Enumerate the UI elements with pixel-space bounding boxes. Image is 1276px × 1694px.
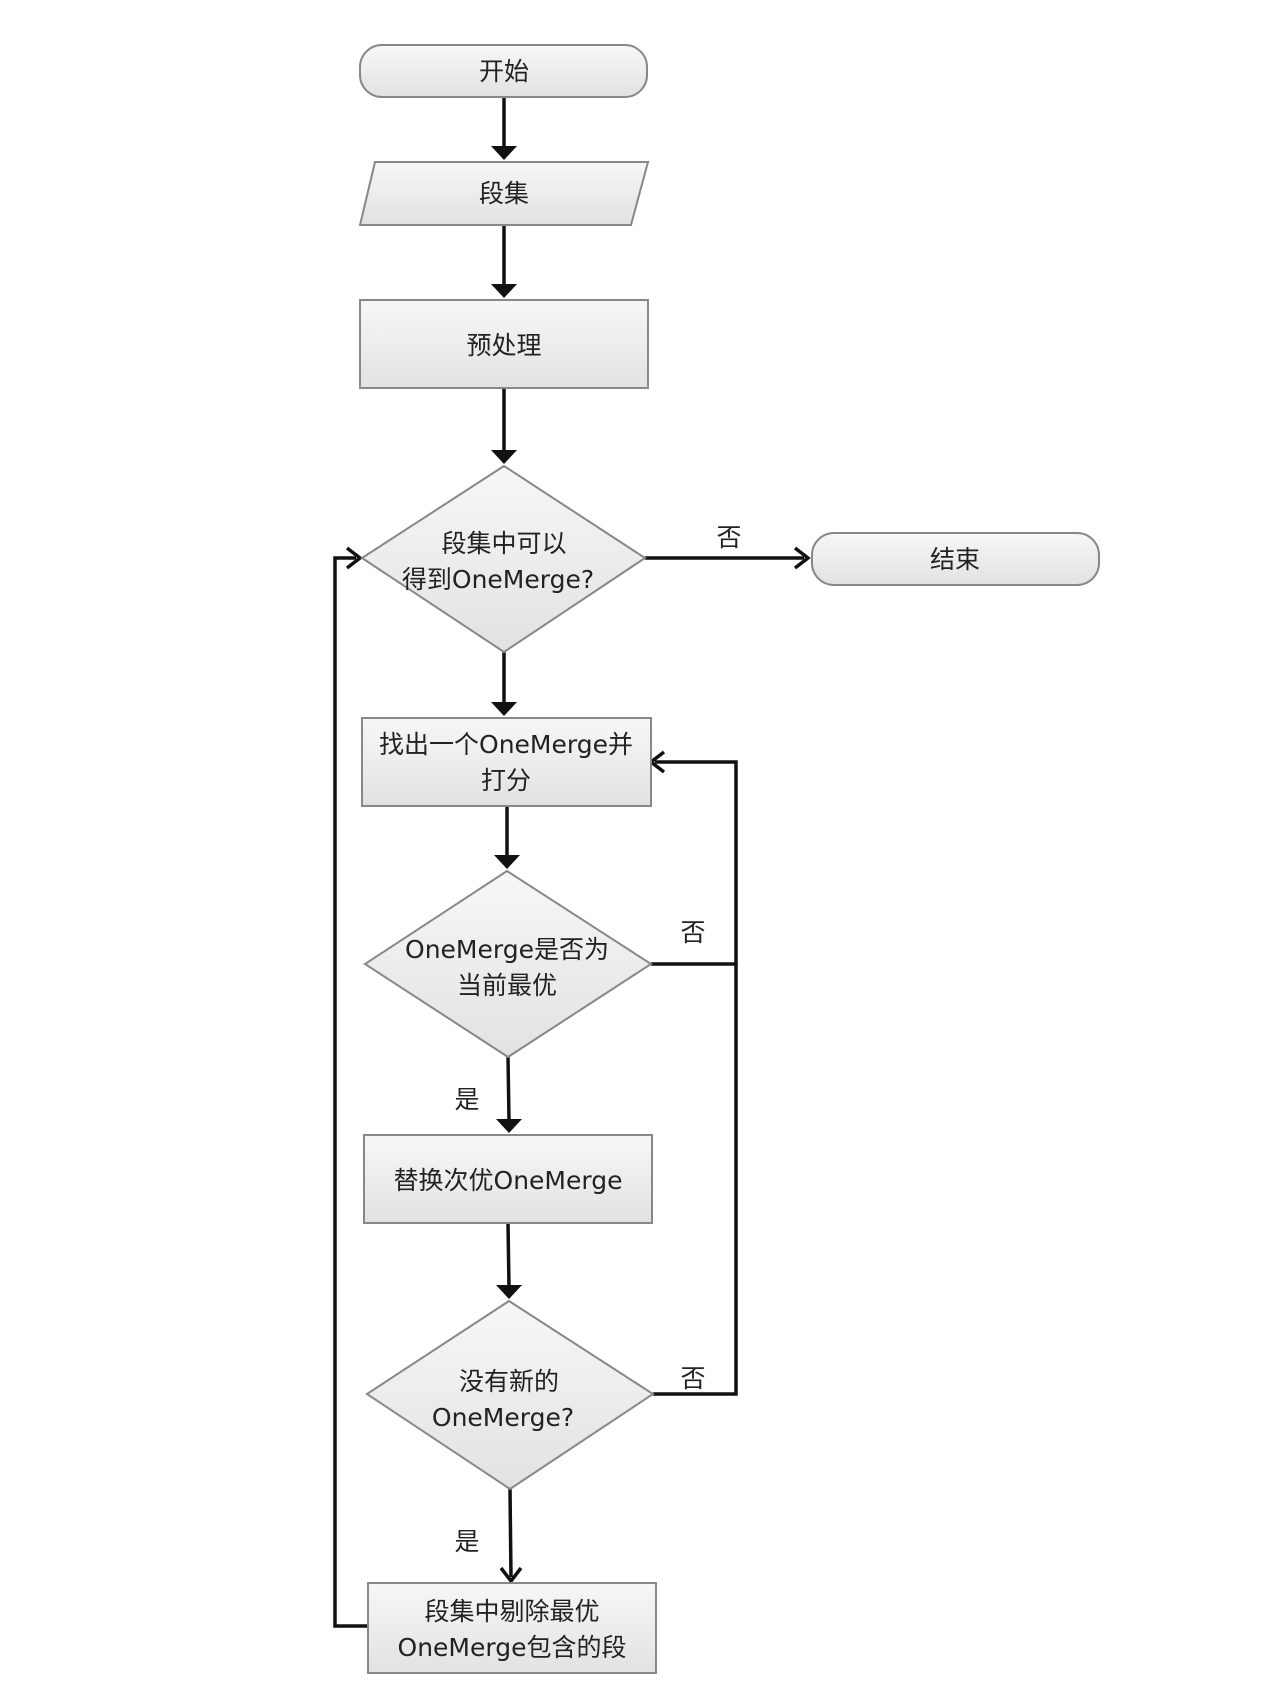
edge-label-no-is-best: 否 [680,918,705,947]
can-get-onemerge-label-line1: 段集中可以 [441,529,566,558]
end-node: 结束 [811,532,1100,586]
edge-decision-to-end [645,546,811,570]
edge-isbest-to-replace [496,1056,522,1133]
remove-segments-label-line2: OneMerge包含的段 [398,1633,627,1662]
edge-label-yes-is-best: 是 [454,1085,479,1114]
edge-label-yes-no-new: 是 [454,1527,479,1556]
no-new-onemerge-label-line1: 没有新的 [459,1367,559,1396]
no-new-onemerge-decision: 没有新的 OneMerge? [365,1299,655,1491]
no-new-onemerge-label-line2: OneMerge? [432,1403,574,1432]
preprocess-node: 预处理 [359,299,649,389]
edge-label-no-to-end: 否 [716,523,741,552]
can-get-onemerge-decision: 段集中可以 得到OneMerge? [360,464,647,654]
edge-find-to-isbest [494,806,520,869]
edge-remove-loop [333,546,368,1628]
end-node-label: 结束 [930,545,980,574]
edges [333,97,811,1628]
is-best-label-line2: 当前最优 [457,971,557,1000]
remove-segments-node: 段集中剔除最优 OneMerge包含的段 [367,1582,657,1674]
remove-segments-label-line1: 段集中剔除最优 [424,1597,599,1626]
find-onemerge-node: 找出一个OneMerge并 打分 [361,717,652,807]
replace-onemerge-label: 替换次优OneMerge [394,1166,623,1195]
replace-onemerge-node: 替换次优OneMerge [363,1134,653,1224]
edge-nonew-to-remove [499,1488,523,1584]
edge-segments-to-preprocess [491,225,517,298]
can-get-onemerge-label-line2: 得到OneMerge? [402,565,594,594]
edge-replace-to-nonew [496,1222,522,1299]
edge-nonew-no-loop [653,964,738,1396]
start-node: 开始 [359,44,648,98]
edge-decision-to-find [491,652,517,716]
is-best-label-line1: OneMerge是否为 [405,935,609,964]
preprocess-label: 预处理 [466,331,541,360]
is-best-decision: OneMerge是否为 当前最优 [363,869,653,1059]
start-node-label: 开始 [479,57,529,86]
edge-preprocess-to-decision [491,388,517,464]
find-onemerge-label-line2: 打分 [481,766,531,795]
segments-input-label: 段集 [479,179,529,208]
edge-label-no-no-new: 否 [680,1364,705,1393]
edge-start-to-segments [491,97,517,160]
find-onemerge-label-line1: 找出一个OneMerge并 [379,730,633,759]
segments-input-node: 段集 [358,161,650,226]
